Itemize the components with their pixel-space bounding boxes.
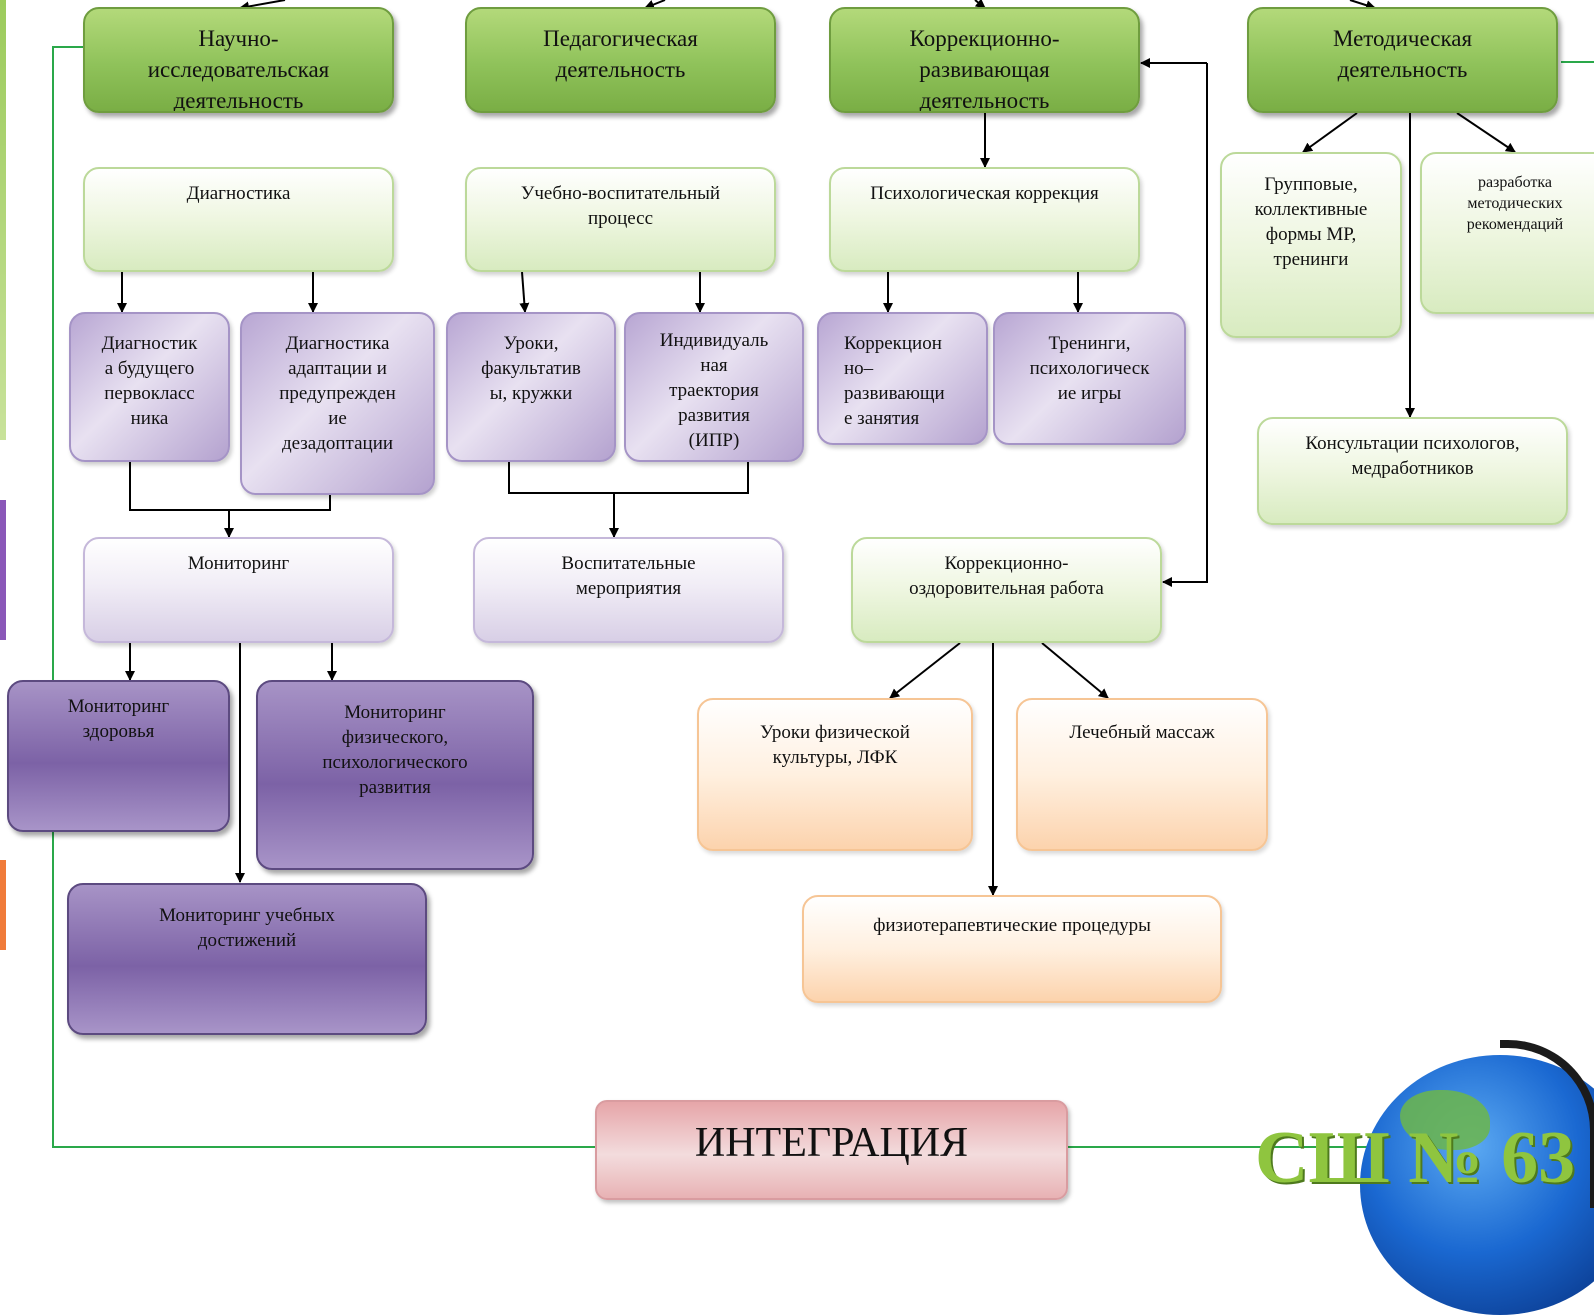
consultations-label: Консультации психологов, медработников <box>1305 433 1520 479</box>
monitoring-box: Мониторинг <box>83 537 394 643</box>
diag-adaptation-box: Диагностика адаптации и предупрежден ие … <box>240 312 435 495</box>
massage-box: Лечебный массаж <box>1016 698 1268 851</box>
integration-box: ИНТЕГРАЦИЯ <box>595 1100 1068 1200</box>
monitoring-label: Мониторинг <box>187 553 290 574</box>
corr-classes-label: Коррекцион но– развивающи е занятия <box>844 333 945 429</box>
psych-correction-label: Психологическая коррекция <box>870 183 1099 204</box>
pe-lessons-label: Уроки физической культуры, ЛФК <box>760 722 910 768</box>
edge-strip-purple <box>0 500 6 640</box>
correction-dev-activity-box: Коррекционно- развивающая деятельность <box>829 7 1140 113</box>
recommendations-label: разработка методических рекомендаций <box>1466 174 1564 233</box>
corr-classes-box: Коррекцион но– развивающи е занятия <box>817 312 988 445</box>
educational-events-box: Воспитательные мероприятия <box>473 537 784 643</box>
scientific-activity-label: Научно- исследовательская деятельность <box>147 26 330 113</box>
monitoring-academic-label: Мониторинг учебных достижений <box>159 905 335 951</box>
monitoring-physical-psych-label: Мониторинг физического, психологического… <box>322 702 468 798</box>
group-forms-box: Групповые, коллективные формы МР, тренин… <box>1220 152 1402 338</box>
connector-lines <box>52 0 1594 1148</box>
monitoring-health-box: Мониторинг здоровья <box>7 680 230 832</box>
correction-dev-activity-label: Коррекционно- развивающая деятельность <box>909 26 1060 113</box>
monitoring-health-label: Мониторинг здоровья <box>67 696 170 742</box>
monitoring-physical-psych-box: Мониторинг физического, психологического… <box>256 680 534 870</box>
individual-path-label: Индивидуаль ная траектория развития (ИПР… <box>659 330 769 451</box>
diagnostics-box: Диагностика <box>83 167 394 272</box>
pe-lessons-box: Уроки физической культуры, ЛФК <box>697 698 973 851</box>
trainings-box: Тренинги, психологическ ие игры <box>993 312 1186 445</box>
scientific-activity-box: Научно- исследовательская деятельность <box>83 7 394 113</box>
pedagogical-activity-label: Педагогическая деятельность <box>543 26 698 82</box>
diag-adaptation-label: Диагностика адаптации и предупрежден ие … <box>279 333 396 454</box>
monitoring-academic-box: Мониторинг учебных достижений <box>67 883 427 1035</box>
health-work-label: Коррекционно- оздоровительная работа <box>909 553 1104 599</box>
diagnostics-label: Диагностика <box>186 183 291 204</box>
lessons-label: Уроки, факультатив ы, кружки <box>481 333 581 404</box>
trainings-label: Тренинги, психологическ ие игры <box>1029 333 1150 404</box>
lessons-box: Уроки, факультатив ы, кружки <box>446 312 616 462</box>
educational-process-box: Учебно-воспитательный процесс <box>465 167 776 272</box>
diag-first-grader-box: Диагностик а будущего первокласс ника <box>69 312 230 462</box>
edge-strip-green <box>0 0 6 440</box>
globe-land-shape <box>1400 1090 1490 1150</box>
methodical-activity-label: Методическая деятельность <box>1332 26 1473 82</box>
health-work-box: Коррекционно- оздоровительная работа <box>851 537 1162 643</box>
psych-correction-box: Психологическая коррекция <box>829 167 1140 272</box>
educational-events-label: Воспитательные мероприятия <box>561 553 696 599</box>
recommendations-box: разработка методических рекомендаций <box>1420 152 1594 314</box>
group-forms-label: Групповые, коллективные формы МР, тренин… <box>1254 174 1368 270</box>
physio-box: физиотерапевтические процедуры <box>802 895 1222 1003</box>
integration-label: ИНТЕГРАЦИЯ <box>694 1120 969 1166</box>
methodical-activity-box: Методическая деятельность <box>1247 7 1558 113</box>
consultations-box: Консультации психологов, медработников <box>1257 417 1568 525</box>
physio-label: физиотерапевтические процедуры <box>873 915 1151 936</box>
massage-label: Лечебный массаж <box>1069 722 1215 743</box>
diag-first-grader-label: Диагностик а будущего первокласс ника <box>101 333 198 429</box>
educational-process-label: Учебно-воспитательный процесс <box>520 183 721 229</box>
edge-strip-orange <box>0 860 6 950</box>
individual-path-box: Индивидуаль ная траектория развития (ИПР… <box>624 312 804 462</box>
pedagogical-activity-box: Педагогическая деятельность <box>465 7 776 113</box>
school-watermark: СШ № 63 <box>1255 1117 1576 1199</box>
